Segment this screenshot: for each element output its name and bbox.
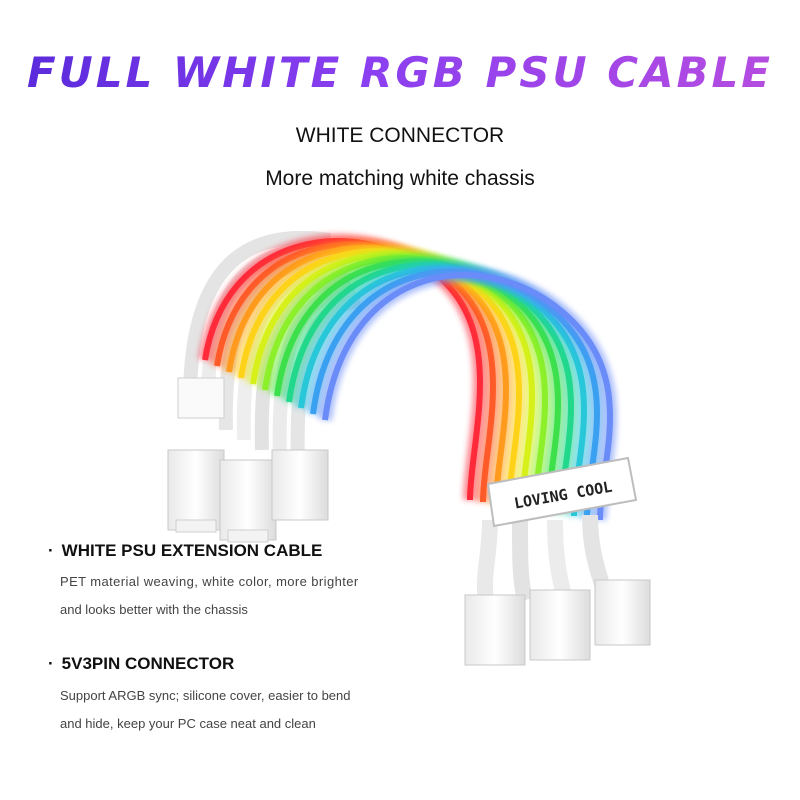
rgb-light-strips [198,234,617,521]
feature-desc-5v3pin-connector: Support ARGB sync; silicone cover, easie… [60,682,420,738]
left-pcie-connectors [167,377,329,543]
subtitle-connector: WHITE CONNECTOR [295,124,505,147]
feature-title-5v3pin-connector: · 5V3PIN CONNECTOR [48,654,234,674]
right-pcie-connectors [464,579,651,666]
feature-bullet: · [48,541,54,560]
banner-title: FULL WHITE RGB PSU CABLE [0,48,800,97]
feature-bullet: · [48,654,54,673]
feature-title-text: WHITE PSU EXTENSION CABLE [61,541,323,560]
feature-title-extension-cable: · WHITE PSU EXTENSION CABLE [48,541,322,561]
feature-desc-line: PET material weaving, white color, more … [60,574,359,589]
feature-desc-line: Support ARGB sync; silicone cover, easie… [60,688,351,703]
feature-desc-extension-cable: PET material weaving, white color, more … [60,568,420,624]
label-plate: LOVING COOL [486,456,638,528]
rgb-strip [322,272,613,521]
feature-desc-line: and hide, keep your PC case neat and cle… [60,716,316,731]
banner-title-text: FULL WHITE RGB PSU CABLE [26,48,773,97]
feature-desc-line: and looks better with the chassis [60,602,248,617]
feature-title-text: 5V3PIN CONNECTOR [61,654,235,673]
subtitle-chassis: More matching white chassis [265,167,535,190]
